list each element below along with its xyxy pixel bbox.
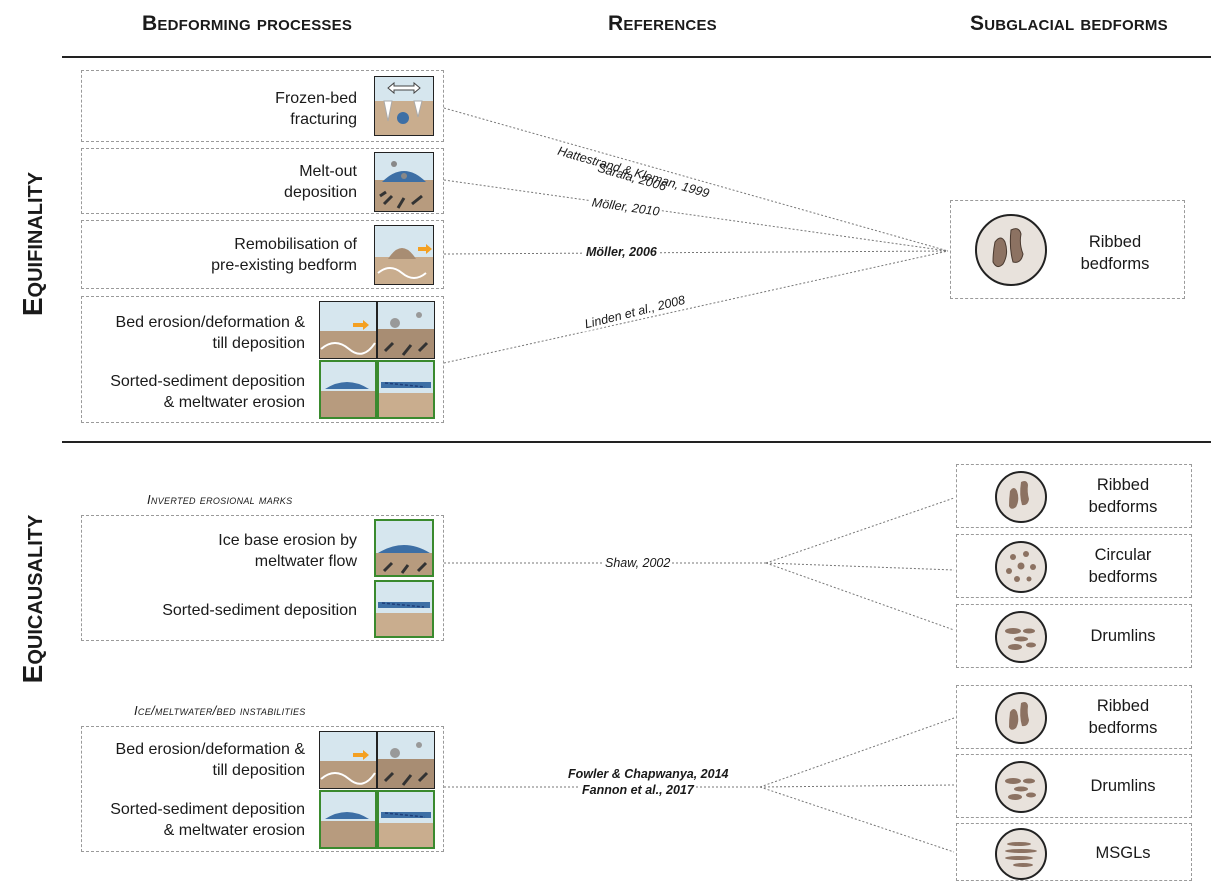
frozen-bed-icon: [374, 76, 434, 136]
header-processes: Bedforming processes: [142, 12, 353, 35]
ref-moller-2006: Möller, 2006: [584, 245, 659, 259]
ref-fowler: Fowler & Chapwanya, 2014: [566, 767, 731, 781]
bedform-box-msgls: MSGLs: [956, 823, 1192, 881]
msgls-icon: [995, 828, 1047, 880]
bedform-label: MSGLs: [1095, 844, 1151, 862]
inverted-erosional-icons: [374, 519, 434, 638]
melt-out-icon: [374, 152, 434, 212]
circular-bedform-icon: [995, 541, 1047, 593]
process-box-bed-erosion-sorted: Bed erosion/deformation &till deposition…: [81, 296, 444, 423]
bedform-box-drumlins-2: Drumlins: [956, 754, 1192, 818]
process-label: Bed erosion/deformation &till deposition: [115, 741, 305, 779]
process-label: Sorted-sediment deposition& meltwater er…: [110, 373, 305, 411]
drumlins-icon: [995, 611, 1047, 663]
group-title-inverted-erosional: Inverted erosional marks: [147, 492, 293, 507]
ribbed-bedform-icon: [995, 692, 1047, 744]
group-title-instabilities: Ice/meltwater/bed instabilities: [134, 703, 306, 718]
ribbed-bedform-icon: [995, 471, 1047, 523]
process-label: Bed erosion/deformation &till deposition: [115, 314, 305, 352]
header-references: References: [608, 12, 717, 35]
bed-erosion-icons: [319, 301, 435, 419]
process-box-instabilities: Bed erosion/deformation &till deposition…: [81, 726, 444, 852]
bedform-label: Drumlins: [1090, 627, 1156, 645]
bedform-box-drumlins: Drumlins: [956, 604, 1192, 668]
instabilities-icons: [319, 731, 435, 849]
remobilisation-icon: [374, 225, 434, 285]
top-rule: [62, 56, 1211, 58]
process-label: Sorted-sediment deposition& meltwater er…: [110, 801, 305, 839]
drumlins-icon: [995, 761, 1047, 813]
ref-shaw: Shaw, 2002: [603, 556, 673, 570]
ribbed-bedform-icon: [975, 214, 1047, 286]
process-label: Sorted-sediment deposition: [162, 602, 357, 619]
ref-fannon: Fannon et al., 2017: [580, 783, 696, 797]
middle-rule: [62, 441, 1211, 443]
bedform-label: Drumlins: [1090, 777, 1156, 795]
header-bedforms: Subglacial bedforms: [970, 12, 1168, 35]
